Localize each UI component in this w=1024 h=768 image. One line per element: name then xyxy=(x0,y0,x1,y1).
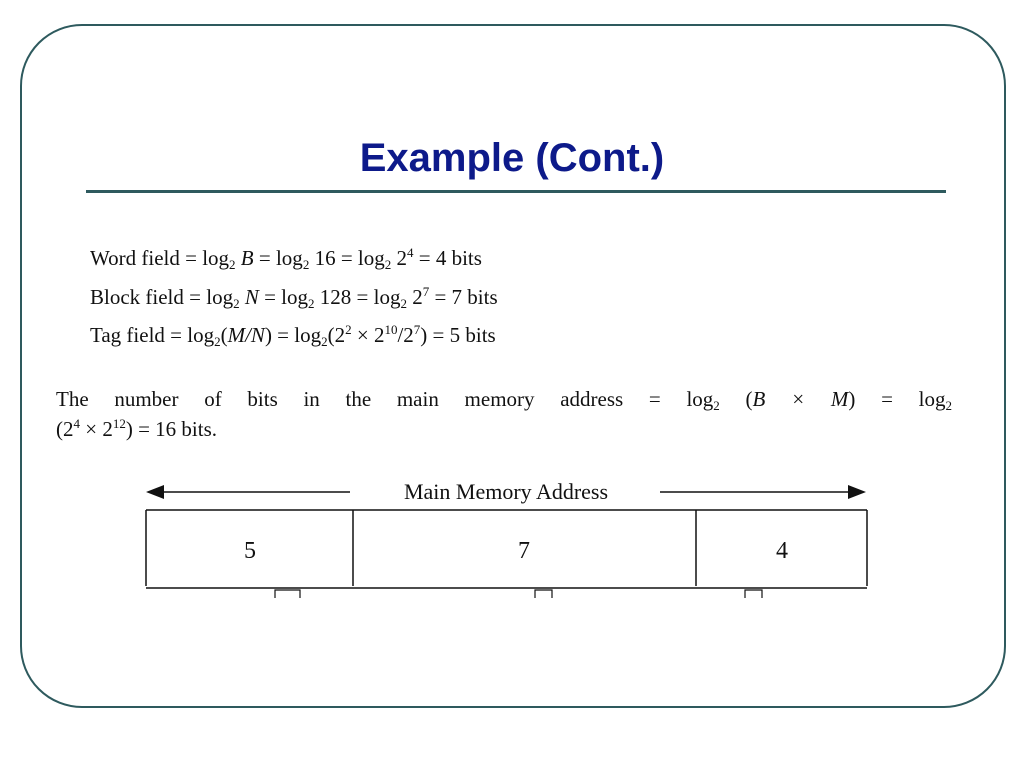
tag-connector xyxy=(274,589,301,598)
block-connector xyxy=(534,589,553,598)
left-arrowhead-icon xyxy=(146,485,164,499)
word-connector xyxy=(744,589,763,598)
word-field-bits: 4 xyxy=(776,538,788,564)
title-divider xyxy=(86,190,946,193)
word-field-formula: Word field = log2 B = log2 16 = log2 24 … xyxy=(90,245,482,272)
slide-title: Example (Cont.) xyxy=(359,136,665,180)
right-arrowhead-icon xyxy=(848,485,866,499)
block-field-bits: 7 xyxy=(518,538,530,564)
block-field-formula: Block field = log2 N = log2 128 = log2 2… xyxy=(90,284,498,311)
tag-field-formula: Tag field = log2(M/N) = log2(22 × 210/27… xyxy=(90,322,496,349)
paragraph-line-1: The number of bits in the main memory ad… xyxy=(56,387,952,413)
paragraph-line-2: (24 × 212) = 16 bits. xyxy=(56,416,218,441)
slide-frame xyxy=(20,24,1006,708)
tag-field-bits: 5 xyxy=(244,538,256,564)
address-bits-paragraph: The number of bits in the main memory ad… xyxy=(56,384,952,444)
diagram-label: Main Memory Address xyxy=(404,479,608,504)
